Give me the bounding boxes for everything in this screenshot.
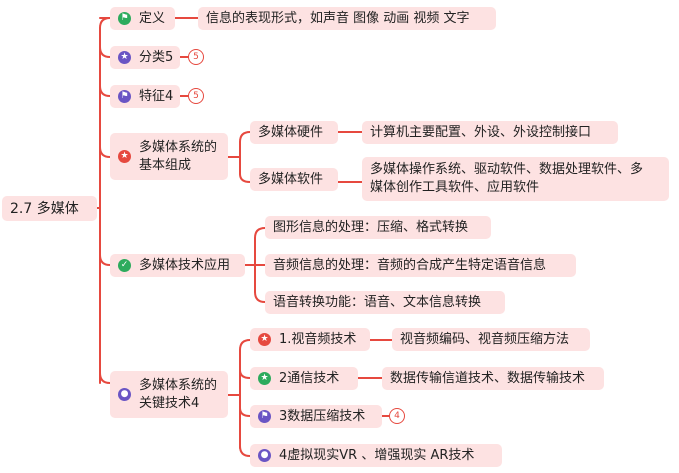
star-icon: ★	[258, 333, 271, 346]
branch-features[interactable]: ⚑ 特征4	[110, 85, 180, 108]
node-label: 3数据压缩技术	[279, 408, 366, 424]
branch-key-technologies[interactable]: ● 多媒体系统的 关键技术4	[110, 371, 228, 418]
vr-ar-tech[interactable]: ● 4虚拟现实VR 、增强现实 AR技术	[250, 444, 502, 467]
flag-icon: ⚑	[118, 12, 131, 25]
check-icon: ✓	[118, 259, 131, 272]
branch-basic-components[interactable]: ★ 多媒体系统的 基本组成	[110, 133, 228, 180]
count-badge: 4	[389, 408, 405, 424]
compression-tech[interactable]: ⚑ 3数据压缩技术	[250, 405, 382, 428]
audio-processing[interactable]: 音频信息的处理：音频的合成产生特定语音信息	[265, 254, 576, 277]
branch-label: 分类5	[139, 49, 174, 65]
detail-line2: 媒体创作工具软件、应用软件	[370, 180, 540, 195]
node-label: 多媒体硬件	[258, 124, 324, 140]
software-node[interactable]: 多媒体软件	[250, 168, 338, 191]
branch-label: 多媒体技术应用	[139, 257, 231, 273]
video-audio-detail[interactable]: 视音频编码、视音频压缩方法	[392, 328, 590, 351]
node-label: 1.视音频技术	[279, 331, 357, 347]
detail-label: 视音频编码、视音频压缩方法	[400, 331, 570, 347]
branch-label: 特征4	[139, 88, 174, 104]
count-badge: 5	[188, 49, 204, 65]
branch-label-line1: 多媒体系统的	[139, 139, 218, 155]
person-icon: ●	[258, 449, 271, 462]
graphics-processing[interactable]: 图形信息的处理：压缩、格式转换	[265, 216, 491, 239]
branch-classification[interactable]: ★ 分类5	[110, 46, 180, 69]
star-icon: ★	[118, 150, 131, 163]
detail-line1: 多媒体操作系统、驱动软件、数据处理软件、多	[370, 162, 644, 177]
software-detail[interactable]: 多媒体操作系统、驱动软件、数据处理软件、多 媒体创作工具软件、应用软件	[362, 157, 669, 201]
node-label: 多媒体软件	[258, 171, 324, 187]
communication-detail[interactable]: 数据传输信道技术、数据传输技术	[382, 367, 604, 390]
branch-label-line1: 多媒体系统的	[139, 377, 218, 393]
branch-label: 定义	[139, 10, 166, 26]
node-label: 4虚拟现实VR 、增强现实 AR技术	[279, 447, 475, 463]
root-label: 2.7 多媒体	[10, 200, 79, 217]
hardware-node[interactable]: 多媒体硬件	[250, 121, 338, 144]
detail-label: 数据传输信道技术、数据传输技术	[390, 370, 586, 386]
branch-definition[interactable]: ⚑ 定义	[110, 7, 175, 30]
detail-label: 信息的表现形式，如声音 图像 动画 视频 文字	[206, 10, 470, 26]
flag-icon: ⚑	[258, 410, 271, 423]
root-node[interactable]: 2.7 多媒体	[2, 196, 97, 221]
node-label: 2通信技术	[279, 370, 340, 386]
flag-icon: ⚑	[118, 90, 131, 103]
hardware-detail[interactable]: 计算机主要配置、外设、外设控制接口	[362, 121, 618, 144]
node-label: 图形信息的处理：压缩、格式转换	[273, 219, 469, 235]
branch-applications[interactable]: ✓ 多媒体技术应用	[110, 254, 245, 277]
star-icon: ★	[118, 51, 131, 64]
detail-label: 计算机主要配置、外设、外设控制接口	[370, 124, 592, 140]
star-icon: ★	[258, 372, 271, 385]
person-icon: ●	[118, 388, 131, 401]
speech-conversion[interactable]: 语音转换功能：语音、文本信息转换	[265, 291, 505, 314]
node-label: 音频信息的处理：音频的合成产生特定语音信息	[273, 257, 547, 273]
definition-detail[interactable]: 信息的表现形式，如声音 图像 动画 视频 文字	[198, 7, 496, 30]
branch-label-line2: 关键技术4	[139, 395, 200, 411]
communication-tech[interactable]: ★ 2通信技术	[250, 367, 358, 390]
count-badge: 5	[188, 88, 204, 104]
branch-label-line2: 基本组成	[139, 157, 192, 173]
node-label: 语音转换功能：语音、文本信息转换	[273, 294, 482, 310]
video-audio-tech[interactable]: ★ 1.视音频技术	[250, 328, 370, 351]
